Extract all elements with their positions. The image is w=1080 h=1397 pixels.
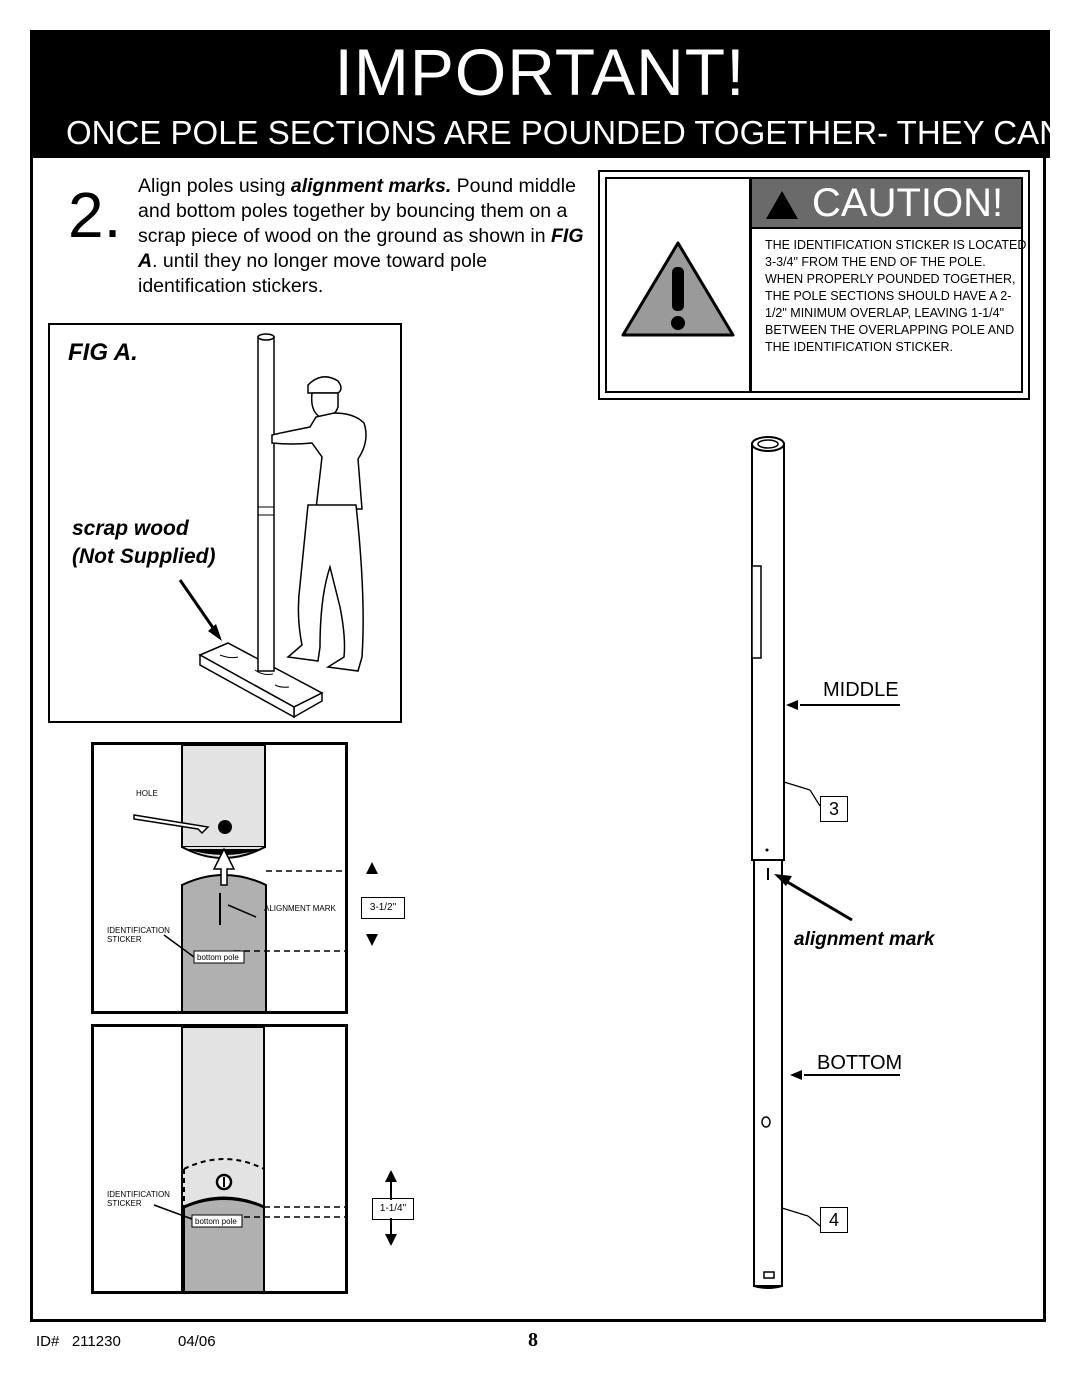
pole-insert-drawing: [133, 745, 345, 1011]
dim-3-1-2-box: 3-1/2": [361, 897, 405, 919]
detail-pole-insert-diagram: HOLE ALIGNMENT MARK IDENTIFICATION STICK…: [91, 742, 348, 1014]
bottom-label: BOTTOM: [817, 1052, 903, 1074]
caution-heading: CAUTION!: [812, 181, 1004, 225]
page-number: 8: [528, 1329, 538, 1351]
dim-1-1-4-box: 1-1/4": [372, 1198, 414, 1220]
part-number-4: 4: [820, 1207, 848, 1233]
id-sticker-line1: IDENTIFICATION: [107, 926, 170, 935]
part-number-3: 3: [820, 796, 848, 822]
alignment-mark-callout: alignment mark: [794, 929, 935, 950]
bottom-pole-label-1: bottom pole: [197, 953, 239, 962]
id-sticker-2-line1: IDENTIFICATION: [107, 1190, 170, 1199]
important-banner: IMPORTANT! ONCE POLE SECTIONS ARE POUNDE…: [30, 30, 1050, 158]
caution-divider: [749, 179, 752, 391]
dim-3-1-2-arrows: [366, 862, 378, 946]
step-text-bold: alignment marks.: [290, 175, 452, 197]
bottom-pole-label-2: bottom pole: [195, 1217, 237, 1226]
hole-label: HOLE: [136, 789, 158, 798]
scrap-wood-line2: (Not Supplied): [72, 545, 216, 568]
step-number: 2.: [68, 179, 122, 251]
pole-overlap-drawing: [153, 1027, 345, 1291]
middle-label: MIDDLE: [823, 679, 899, 701]
caution-panel: CAUTION! THE IDENTIFICATION STICKER IS L…: [598, 170, 1030, 400]
scrap-wood-line1: scrap wood: [72, 517, 189, 540]
banner-subtitle: ONCE POLE SECTIONS ARE POUNDED TOGETHER-…: [66, 114, 1050, 151]
step-text-a: Align poles using: [138, 175, 291, 197]
step-text-bold2: FIG A: [138, 225, 584, 272]
footer-id: ID# 211230: [36, 1333, 121, 1350]
id-sticker-2-line2: STICKER: [107, 1199, 142, 1208]
step-text-c: . until they no longer move toward pole …: [138, 250, 488, 297]
footer-date: 04/06: [178, 1333, 216, 1350]
caution-text: THE IDENTIFICATION STICKER IS LOCATED 3-…: [765, 238, 1027, 354]
alignment-mark-label: ALIGNMENT MARK: [264, 904, 336, 913]
scrap-wood-label: scrap wood (Not Supplied): [72, 515, 215, 571]
dim-1-1-4-arrows: [385, 1170, 397, 1246]
fig-a-label: FIG A.: [68, 339, 138, 366]
id-sticker-label-1: IDENTIFICATION STICKER: [107, 926, 170, 944]
detail-pole-overlap-diagram: IDENTIFICATION STICKER bottom pole: [91, 1024, 348, 1294]
step-text-b: Pound middle and bottom poles together b…: [138, 175, 576, 247]
assembled-pole-drawing: [751, 436, 900, 1289]
id-sticker-line2: STICKER: [107, 935, 142, 944]
id-sticker-label-2: IDENTIFICATION STICKER: [107, 1190, 170, 1208]
caution-header: CAUTION!: [752, 179, 1021, 229]
fig-a-illustration: FIG A. scrap wood (Not Supplied): [48, 323, 402, 723]
man-pounding-pole-drawing: [178, 333, 367, 719]
step-instructions: Align poles using alignment marks. Pound…: [138, 174, 588, 299]
caution-panel-inner: CAUTION! THE IDENTIFICATION STICKER IS L…: [605, 177, 1026, 393]
caution-triangle-icon: [766, 191, 798, 219]
warning-triangle-icon: [621, 241, 735, 337]
banner-title: IMPORTANT!: [334, 35, 746, 109]
